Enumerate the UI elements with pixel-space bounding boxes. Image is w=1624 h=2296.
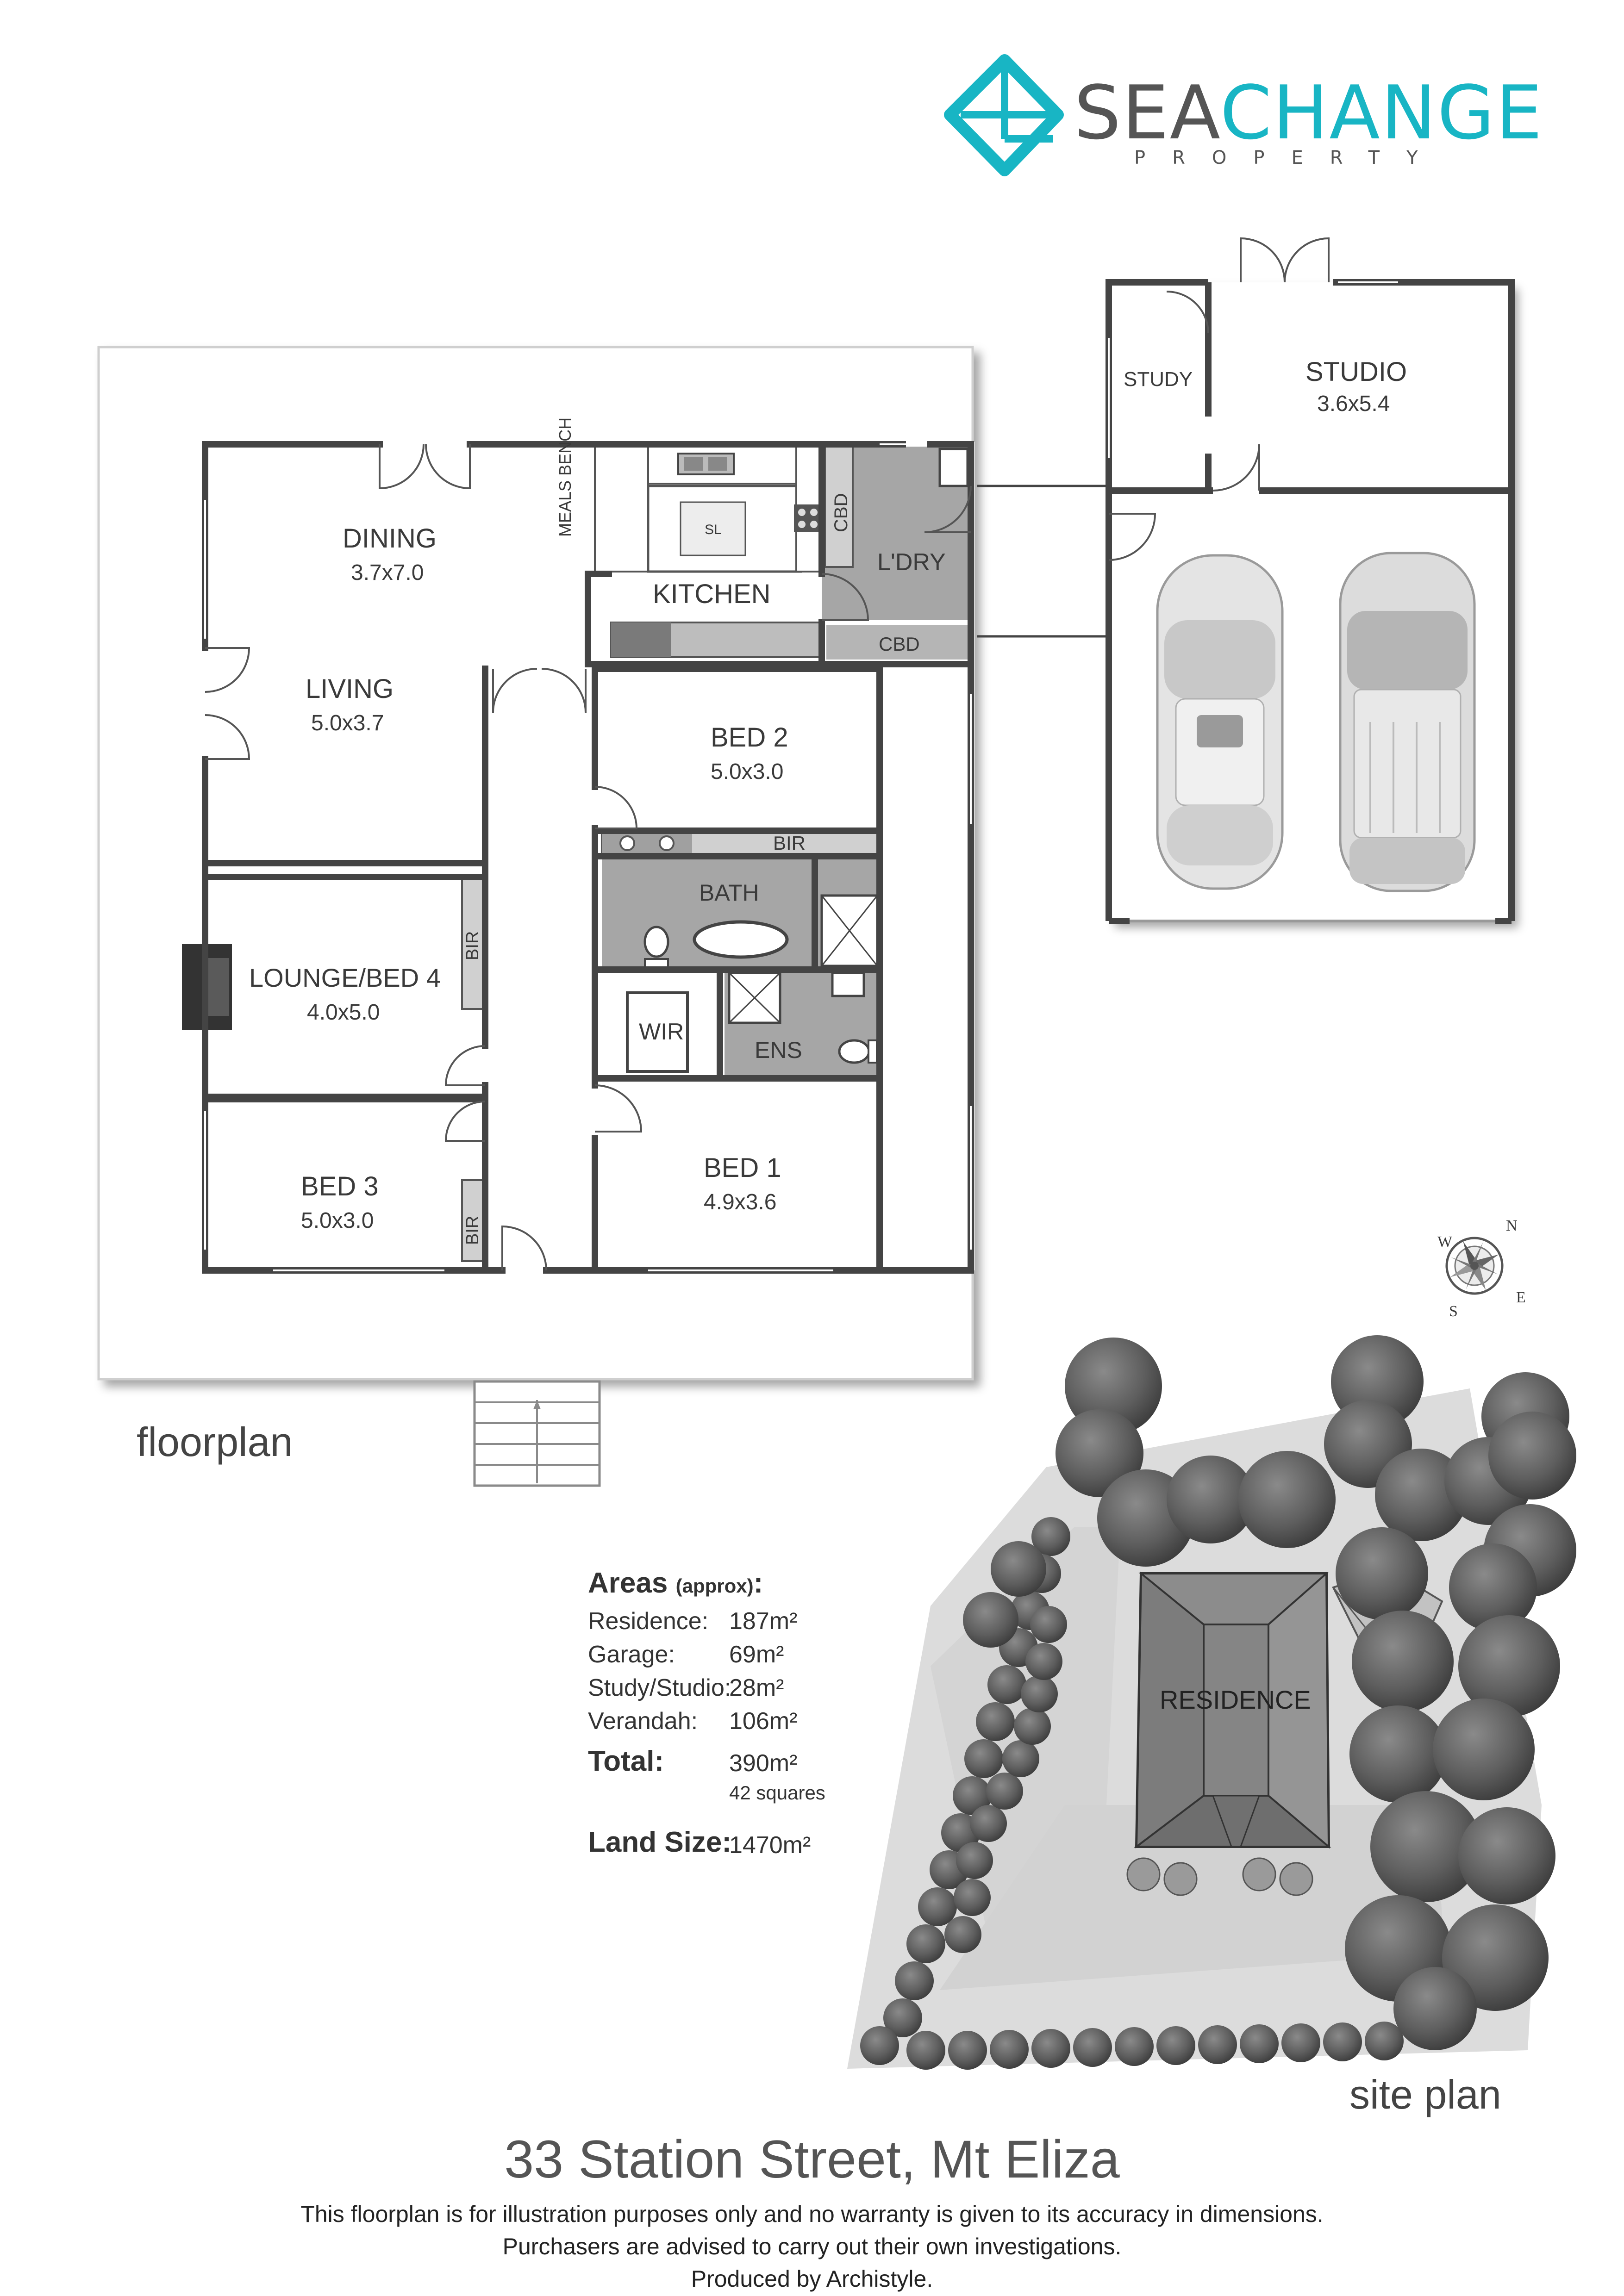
room-dining-label: DINING: [343, 523, 437, 554]
property-address: 33 Station Street, Mt Eliza: [504, 2130, 1120, 2189]
compass-s: S: [1449, 1303, 1458, 1320]
site-plan-caption: site plan: [1349, 2072, 1501, 2117]
floorplan-caption: floorplan: [137, 1419, 293, 1465]
room-lounge-size: 4.0x5.0: [307, 1000, 380, 1025]
area-label: Verandah:: [588, 1708, 698, 1735]
brand-wordmark: SEACHANGE: [1074, 69, 1543, 156]
breezeway: [977, 485, 1106, 638]
car-left: [1156, 554, 1284, 890]
total-squares: 42 squares: [729, 1782, 825, 1804]
room-dining-size: 3.7x7.0: [351, 560, 424, 585]
brand-word-a: SEA: [1074, 69, 1220, 156]
total-label: Total:: [588, 1745, 664, 1777]
compass-n: N: [1506, 1217, 1518, 1234]
room-bed1-label: BED 1: [704, 1153, 781, 1183]
room-laundry-label: L'DRY: [877, 549, 946, 576]
total-value: 390m²: [729, 1750, 798, 1777]
room-studio-size: 3.6x5.4: [1317, 392, 1390, 416]
compass-w: W: [1437, 1233, 1453, 1251]
windows: [204, 443, 972, 1271]
car-right: [1339, 552, 1476, 892]
laundry-cbd-label: CBD: [831, 493, 851, 532]
area-value: 106m²: [729, 1708, 798, 1735]
bed3-bir-label: BIR: [463, 1215, 482, 1245]
kitchen-cbd-label: CBD: [879, 633, 920, 655]
room-bath-label: BATH: [699, 880, 759, 906]
room-bed1-size: 4.9x3.6: [704, 1190, 777, 1214]
disclaimer-line-3: Produced by Archistyle.: [691, 2266, 933, 2292]
disclaimer-line-1: This floorplan is for illustration purpo…: [300, 2201, 1324, 2227]
room-bed2-label: BED 2: [711, 722, 788, 753]
room-living-label: LIVING: [306, 674, 394, 704]
area-value: 69m²: [729, 1641, 784, 1668]
room-kitchen-label: KITCHEN: [653, 579, 771, 609]
brand-logo-mark: [944, 54, 1064, 176]
lounge-bir-label: BIR: [463, 931, 482, 960]
area-value: 187m²: [729, 1608, 798, 1635]
compass-e: E: [1516, 1289, 1526, 1306]
compass-icon: [1445, 1237, 1504, 1295]
room-bed3-size: 5.0x3.0: [301, 1208, 374, 1233]
areas-heading-text: Areas: [588, 1567, 668, 1599]
room-ensuite-label: ENS: [755, 1037, 802, 1063]
house-walls: [202, 441, 974, 1274]
island-sl-label: SL: [705, 522, 722, 537]
site-plan: [847, 1335, 1576, 2070]
land-size-label: Land Size:: [588, 1826, 732, 1858]
bed2-bir-label: BIR: [773, 832, 806, 854]
land-size-value: 1470m²: [729, 1832, 811, 1859]
area-label: Residence:: [588, 1608, 709, 1635]
room-lounge-label: LOUNGE/BED 4: [249, 963, 441, 992]
room-bed2-size: 5.0x3.0: [711, 759, 784, 784]
room-meals-bench-label: MEALS BENCH: [556, 417, 575, 537]
room-bed3-label: BED 3: [301, 1171, 379, 1201]
room-study-label: STUDY: [1124, 368, 1193, 391]
room-wir-label: WIR: [639, 1019, 684, 1045]
disclaimer-line-2: Purchasers are advised to carry out thei…: [502, 2234, 1122, 2259]
front-stairs: [473, 1380, 601, 1487]
brand-word-b: CHANGE: [1220, 69, 1543, 156]
room-living-size: 5.0x3.7: [311, 711, 384, 735]
area-label: Garage:: [588, 1641, 675, 1668]
areas-heading-colon: :: [753, 1567, 763, 1599]
area-label: Study/Studio:: [588, 1674, 731, 1701]
site-residence-label: RESIDENCE: [1160, 1685, 1311, 1714]
door-swings: [205, 444, 972, 1271]
areas-heading: Areas (approx):: [588, 1567, 763, 1599]
areas-heading-note: (approx): [675, 1575, 754, 1597]
brand-subtitle: PROPERTY: [1134, 147, 1445, 168]
room-studio-label: STUDIO: [1305, 357, 1407, 387]
area-value: 28m²: [729, 1674, 784, 1701]
